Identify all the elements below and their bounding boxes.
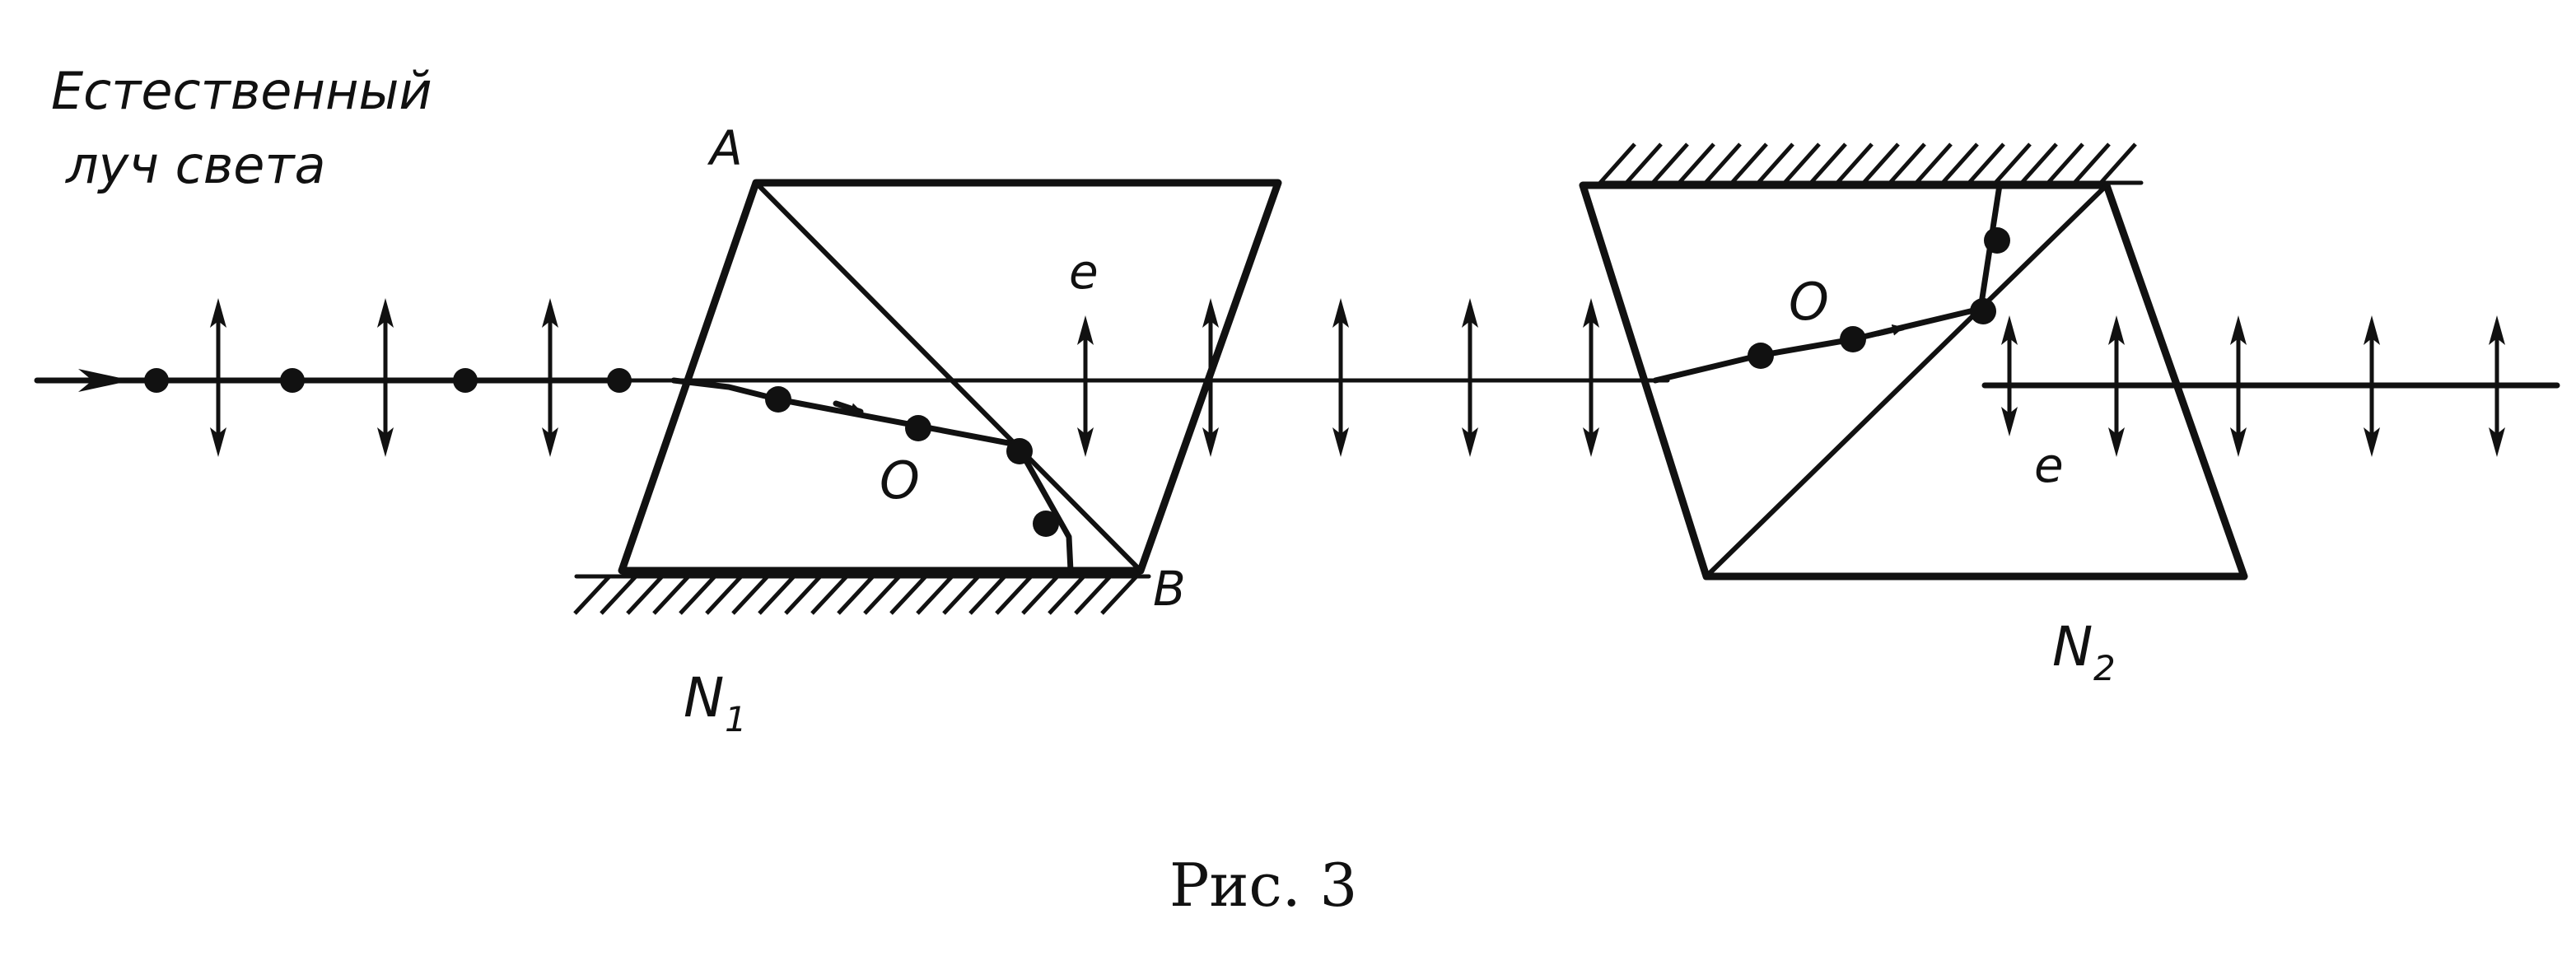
hatch-stroke (1651, 142, 1689, 184)
hatch-stroke (1862, 142, 1900, 184)
svg-text:N: N (684, 666, 724, 730)
prism-n2-label: N 2 (2052, 615, 2116, 688)
hatch-stroke (1941, 142, 1979, 184)
double-arrow-icon (210, 298, 226, 457)
hatch-stroke (1100, 575, 1138, 615)
polarization-arrows (210, 298, 2505, 457)
prism-n1-label: N 1 (684, 666, 747, 739)
double-arrow-icon (2108, 315, 2125, 457)
hatch-stroke (1836, 142, 1874, 184)
hatch-stroke (652, 575, 690, 615)
natural-light-symbols (144, 368, 632, 393)
polarization-dot (144, 368, 169, 393)
double-arrow-icon (542, 298, 558, 457)
hatch-stroke (1598, 142, 1636, 184)
hatch-stroke (1048, 575, 1085, 615)
double-arrow-icon (1462, 298, 1478, 457)
double-arrow-icon (1077, 315, 1094, 457)
hatch-stroke (1888, 142, 1926, 184)
hatch-stroke (1625, 142, 1663, 184)
hatch-stroke (942, 575, 980, 615)
double-arrow-icon (377, 298, 394, 457)
double-arrow-icon (2489, 315, 2505, 457)
prism-n2 (1579, 142, 2248, 581)
hatch-stroke (2099, 142, 2137, 184)
hatch-stroke (573, 575, 611, 615)
ordinary-ray-label-n1: О (880, 450, 920, 511)
hatch-stroke (2020, 142, 2058, 184)
hatch-stroke (889, 575, 927, 615)
hatch-stroke (1021, 575, 1059, 615)
hatch-stroke (1730, 142, 1768, 184)
hatch-stroke (837, 575, 875, 615)
hatching-n1 (573, 575, 1138, 615)
double-arrow-icon (2230, 315, 2247, 457)
hatch-stroke (1994, 142, 2032, 184)
polarization-dot (453, 368, 478, 393)
hatch-stroke (1783, 142, 1821, 184)
double-arrow-icon (1332, 298, 1349, 457)
ordinary-ray-n2 (1652, 182, 2010, 384)
hatch-stroke (863, 575, 901, 615)
svg-text:2: 2 (2093, 648, 2116, 688)
hatch-stroke (995, 575, 1033, 615)
vertex-b-label: B (1153, 561, 1186, 617)
figure-caption: Рис. 3 (1169, 851, 1357, 920)
extraordinary-ray-label-n2: е (2034, 437, 2064, 493)
hatch-stroke (758, 575, 796, 615)
double-arrow-icon (2364, 315, 2380, 457)
prism-n1 (573, 179, 1282, 615)
hatch-stroke (1915, 142, 1953, 184)
hatch-stroke (784, 575, 822, 615)
double-arrow-icon (1583, 298, 1599, 457)
hatch-stroke (2073, 142, 2111, 184)
hatch-stroke (626, 575, 664, 615)
double-arrow-icon (2001, 315, 2018, 436)
hatch-stroke (968, 575, 1006, 615)
svg-text:N: N (2052, 615, 2093, 679)
polarization-dot (607, 368, 632, 393)
extraordinary-ray-label-n1: е (1069, 244, 1099, 300)
hatch-stroke (600, 575, 637, 615)
hatch-stroke (1704, 142, 1742, 184)
hatch-stroke (1809, 142, 1847, 184)
polarization-dot (280, 368, 305, 393)
hatch-stroke (810, 575, 848, 615)
incoming-arrow-icon (78, 369, 132, 392)
ray-label-line1: Естественный (51, 61, 432, 121)
hatch-stroke (705, 575, 743, 615)
svg-text:1: 1 (725, 699, 747, 739)
vertex-a-label: A (707, 120, 743, 176)
ordinary-ray-label-n2: О (1789, 272, 1829, 332)
ray-label-line2: луч света (65, 135, 326, 195)
hatch-stroke (1074, 575, 1112, 615)
ordinary-ray-n1 (670, 377, 1074, 574)
hatch-stroke (916, 575, 954, 615)
hatch-stroke (1757, 142, 1794, 184)
hatch-stroke (1678, 142, 1715, 184)
hatch-stroke (1967, 142, 2005, 184)
hatching-n2 (1598, 142, 2137, 184)
hatch-stroke (679, 575, 716, 615)
hatch-stroke (731, 575, 769, 615)
main-ray (34, 369, 2560, 392)
hatch-stroke (2046, 142, 2084, 184)
